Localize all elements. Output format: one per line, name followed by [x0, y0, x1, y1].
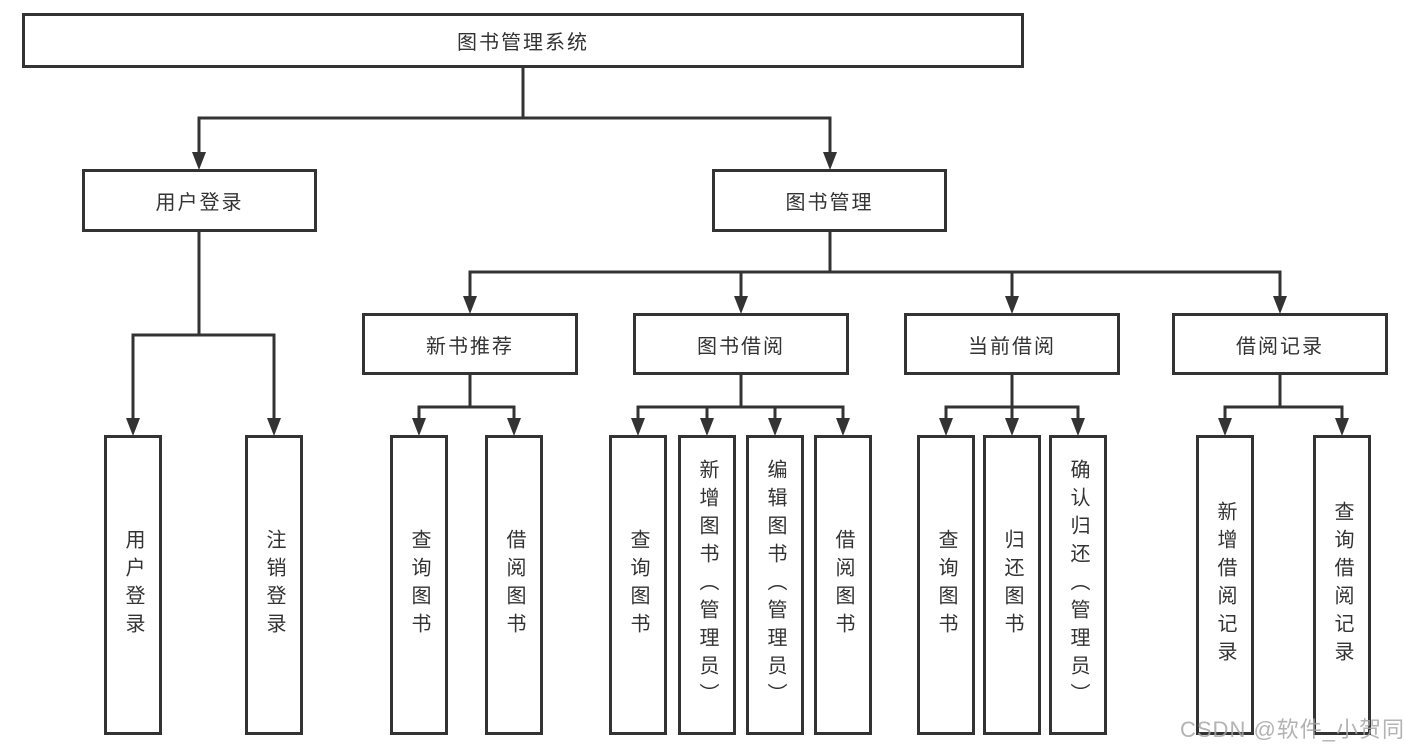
node-label: 新增借阅记录 — [1214, 501, 1236, 669]
node-label: 用户登录 — [155, 192, 244, 214]
node-library-management-system: 图书管理系统 — [22, 13, 1024, 68]
node-label: 查询图书 — [408, 529, 430, 641]
leaf-bb-edit-book-admin: 编辑图书（管理员） — [746, 435, 804, 735]
node-label: 查询借阅记录 — [1331, 501, 1353, 669]
node-label: 注销登录 — [263, 529, 285, 641]
connector-borrow-record-split — [1223, 373, 1344, 422]
node-label: 借阅图书 — [832, 529, 854, 641]
node-label: 用户登录 — [122, 529, 144, 641]
node-label: 新增图书（管理员） — [696, 459, 718, 711]
node-label: 借阅记录 — [1236, 335, 1324, 358]
arrowhead-icon — [734, 296, 748, 314]
watermark: CSDN @软件_小贺同学 — [1180, 717, 1405, 742]
node-label: 查询图书 — [627, 529, 649, 641]
connector-book-borrow-split — [636, 373, 845, 422]
leaf-bb-add-book-admin: 新增图书（管理员） — [678, 435, 736, 735]
arrowhead-icon — [412, 418, 426, 436]
arrowhead-icon — [939, 418, 953, 436]
leaf-cb-query-book: 查询图书 — [917, 435, 975, 735]
arrowhead-icon — [463, 296, 477, 314]
arrowhead-icon — [700, 418, 714, 436]
leaf-user-login: 用户登录 — [104, 435, 162, 735]
node-label: 当前借阅 — [968, 335, 1056, 358]
arrowhead-icon — [1005, 418, 1019, 436]
leaf-cb-confirm-return-admin: 确认归还（管理员） — [1049, 435, 1107, 735]
connector-book-mgmt-split — [468, 230, 1282, 300]
arrowhead-icon — [126, 418, 140, 436]
node-label: 确认归还（管理员） — [1067, 459, 1089, 711]
node-label: 图书借阅 — [697, 335, 785, 358]
arrowhead-icon — [1005, 296, 1019, 314]
arrowhead-icon — [631, 418, 645, 436]
node-label: 归还图书 — [1001, 529, 1023, 641]
arrowhead-icon — [836, 418, 850, 436]
node-book-management: 图书管理 — [712, 169, 947, 232]
leaf-br-query-record: 查询借阅记录 — [1313, 435, 1371, 735]
arrowhead-icon — [507, 418, 521, 436]
arrowhead-icon — [1273, 296, 1287, 314]
node-label: 图书管理系统 — [457, 32, 589, 54]
leaf-br-add-record: 新增借阅记录 — [1196, 435, 1254, 735]
node-label: 借阅图书 — [503, 529, 525, 641]
node-user-login: 用户登录 — [82, 169, 317, 232]
leaf-cb-return-book: 归还图书 — [983, 435, 1041, 735]
leaf-logout-login: 注销登录 — [245, 435, 303, 735]
node-label: 编辑图书（管理员） — [764, 459, 786, 711]
leaf-bb-query-book: 查询图书 — [609, 435, 667, 735]
node-borrow-record: 借阅记录 — [1172, 313, 1388, 375]
node-label: 图书管理 — [785, 192, 874, 214]
leaf-bb-borrow-book: 借阅图书 — [814, 435, 872, 735]
arrowhead-icon — [267, 418, 281, 436]
arrowhead-icon — [768, 418, 782, 436]
connector-user-login-split — [131, 230, 276, 422]
arrowhead-icon — [1071, 418, 1085, 436]
arrowhead-icon — [1335, 418, 1349, 436]
connector-new-book-rec-split — [417, 373, 516, 422]
node-new-book-recommend: 新书推荐 — [362, 313, 578, 375]
arrowhead-icon — [1218, 418, 1232, 436]
node-label: 查询图书 — [935, 529, 957, 641]
connector-current-borrow-split — [944, 373, 1080, 422]
node-current-borrow: 当前借阅 — [904, 313, 1120, 375]
node-book-borrow: 图书借阅 — [633, 313, 849, 375]
arrowhead-icon — [823, 152, 837, 170]
arrowhead-icon — [192, 152, 206, 170]
leaf-rec-borrow-book: 借阅图书 — [485, 435, 543, 735]
leaf-rec-query-book: 查询图书 — [390, 435, 448, 735]
connector-root-split — [197, 66, 832, 156]
node-label: 新书推荐 — [426, 335, 514, 358]
